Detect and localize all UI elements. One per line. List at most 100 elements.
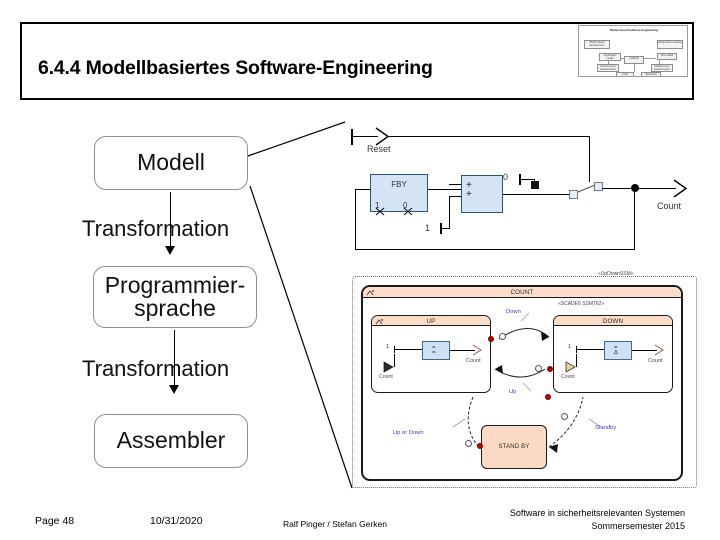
flow-edge-1-label: Transformation: [82, 216, 230, 241]
state-up-operator-block[interactable]: ==: [422, 341, 450, 360]
fby-pin-marks: [375, 207, 413, 216]
adder-in-a: [449, 184, 461, 186]
state-down-feedback-v: [576, 354, 577, 367]
state-up-output-label: Count: [466, 358, 481, 364]
flow-node-assembler-label: Assembler: [116, 427, 226, 454]
flow-node-assembler[interactable]: Assembler: [94, 414, 248, 468]
adder-in-b: [449, 196, 461, 198]
state-count-header: [363, 287, 681, 298]
state-down-output-label: Count: [648, 358, 663, 364]
thumbnail-box-5: Model-to-text transformation: [597, 64, 619, 72]
transition-junction-standby-in[interactable]: [477, 443, 483, 449]
transition-priority-1b: [535, 365, 542, 372]
transition-priority-1a: [499, 333, 506, 340]
state-down-port-label: Count: [561, 374, 575, 380]
state-up-feedback-v: [394, 354, 395, 367]
count-output-label: Count: [657, 201, 682, 211]
state-up-wire-a: [395, 349, 423, 350]
statemachine-panel: «UpDownSSM» COUNT «SCADE6 SSM762» UP 1 =…: [352, 271, 697, 488]
const-zero-wire-v: [534, 179, 536, 182]
flow-node-modell-label: Modell: [137, 149, 205, 176]
state-up[interactable]: UP 1 == Count Count: [371, 315, 491, 393]
const-zero-label: 0: [503, 172, 509, 182]
thumbnail-connector: [608, 61, 609, 64]
thumbnail-box-2: Application model: [599, 53, 621, 61]
state-up-port-label: Count: [379, 374, 393, 380]
footer-authors: Ralf Pinger / Stefan Gerken: [283, 519, 387, 529]
transition-standby-label: Standby: [595, 425, 617, 431]
switch-port-a[interactable]: [569, 190, 578, 199]
thumbnail-connector: [644, 58, 656, 59]
thumbnail-box-1: Model driven testing: [657, 40, 683, 49]
thumbnail-box-0: Model based development: [584, 40, 610, 49]
fby-block-label: FBY: [391, 180, 407, 189]
junction-dot: [631, 184, 639, 192]
fby-feedback-right: [634, 192, 636, 250]
reset-drop: [589, 136, 591, 182]
footer-date: 10/31/2020: [150, 515, 203, 527]
thumbnail-connector: [621, 58, 625, 59]
thumbnail-connector: [659, 60, 660, 64]
state-down-const: 1: [568, 344, 572, 350]
thumbnail-connector: [634, 64, 635, 72]
flow-arrow-1-shaft: [170, 192, 172, 249]
flow-node-programmiersprache[interactable]: Programmier- sprache: [93, 266, 257, 328]
state-down[interactable]: DOWN 1 =∆ Count Count: [553, 315, 673, 393]
flow-node-modell[interactable]: Modell: [94, 136, 248, 190]
adder-const-wire: [441, 228, 450, 230]
state-down-operator-block[interactable]: =∆: [604, 341, 632, 360]
state-standby-label: STAND BY: [498, 444, 530, 450]
transition-junction-standby-out[interactable]: [545, 394, 551, 400]
switch-contact-closed[interactable]: [531, 181, 539, 189]
flow-edge-2-label: Transformation: [82, 356, 230, 381]
thumbnail-box-8: Testcases (generated): [641, 72, 661, 76]
state-up-icon: [375, 318, 383, 324]
transition-priority-1d: [561, 413, 568, 420]
transition-junction-up-down[interactable]: [488, 336, 494, 342]
state-count-label: COUNT: [510, 289, 534, 296]
state-down-wire-a: [577, 349, 605, 350]
fby-block[interactable]: FBY: [370, 174, 428, 212]
footer-course-line1: Software in sicherheitsrelevanten System…: [509, 508, 685, 518]
fby-pin-1: 1: [375, 201, 380, 210]
state-up-output-connector: [472, 344, 482, 356]
const-zero-wire-h: [520, 179, 535, 181]
state-down-const-terminal: [576, 346, 577, 353]
thumbnail-box-3: Analysis: [624, 56, 644, 64]
state-down-output-connector: [654, 344, 664, 356]
state-up-delay-icon: [383, 361, 394, 373]
flow-node-programmiersprache-label-1: Programmier-: [104, 271, 246, 298]
thumbnail-title: Model based Software Engineering: [609, 28, 659, 32]
adder-out-wire: [503, 194, 571, 196]
transition-up-label: Up: [509, 389, 517, 395]
reset-bus: [387, 136, 590, 138]
reset-label: Reset: [367, 144, 391, 154]
stereotype-inner-label: «SCADE6 SSM762»: [558, 301, 605, 307]
fby-feedback-bottom: [355, 249, 635, 251]
state-standby[interactable]: STAND BY: [481, 425, 547, 469]
const-one-label: 1: [425, 223, 431, 233]
transition-junction-down-up[interactable]: [547, 366, 553, 372]
count-connector-icon: [673, 179, 688, 198]
adder-block[interactable]: ++: [461, 175, 503, 213]
flow-node-programmiersprache-label-2: sprache: [134, 295, 216, 321]
reset-wire: [352, 136, 378, 138]
transition-uporDown-label: Up or Down: [393, 430, 424, 436]
const-one-terminal: [440, 223, 442, 234]
fby-pin-0: 0: [403, 201, 408, 210]
thumbnail-box-4: Test model: [657, 53, 677, 60]
page-title: 6.4.4 Modellbasiertes Software-Engineeri…: [38, 57, 433, 79]
adder-block-symbol: ++: [466, 180, 472, 200]
transition-down-label: Down: [506, 309, 521, 315]
state-up-wire-b: [450, 350, 475, 351]
transition-priority-1c: [465, 440, 472, 447]
thumbnail-box-7: Code (generated): [616, 72, 634, 76]
const-zero-terminal: [519, 174, 521, 185]
flow-arrow-1-head: [165, 246, 175, 255]
footer-page: Page 48: [35, 515, 75, 527]
switch-port-b[interactable]: [594, 182, 603, 191]
state-up-const-terminal: [394, 346, 395, 353]
adder-const-drop: [449, 196, 451, 229]
state-up-header: [372, 316, 490, 326]
flow-arrow-2-shaft: [174, 330, 176, 388]
